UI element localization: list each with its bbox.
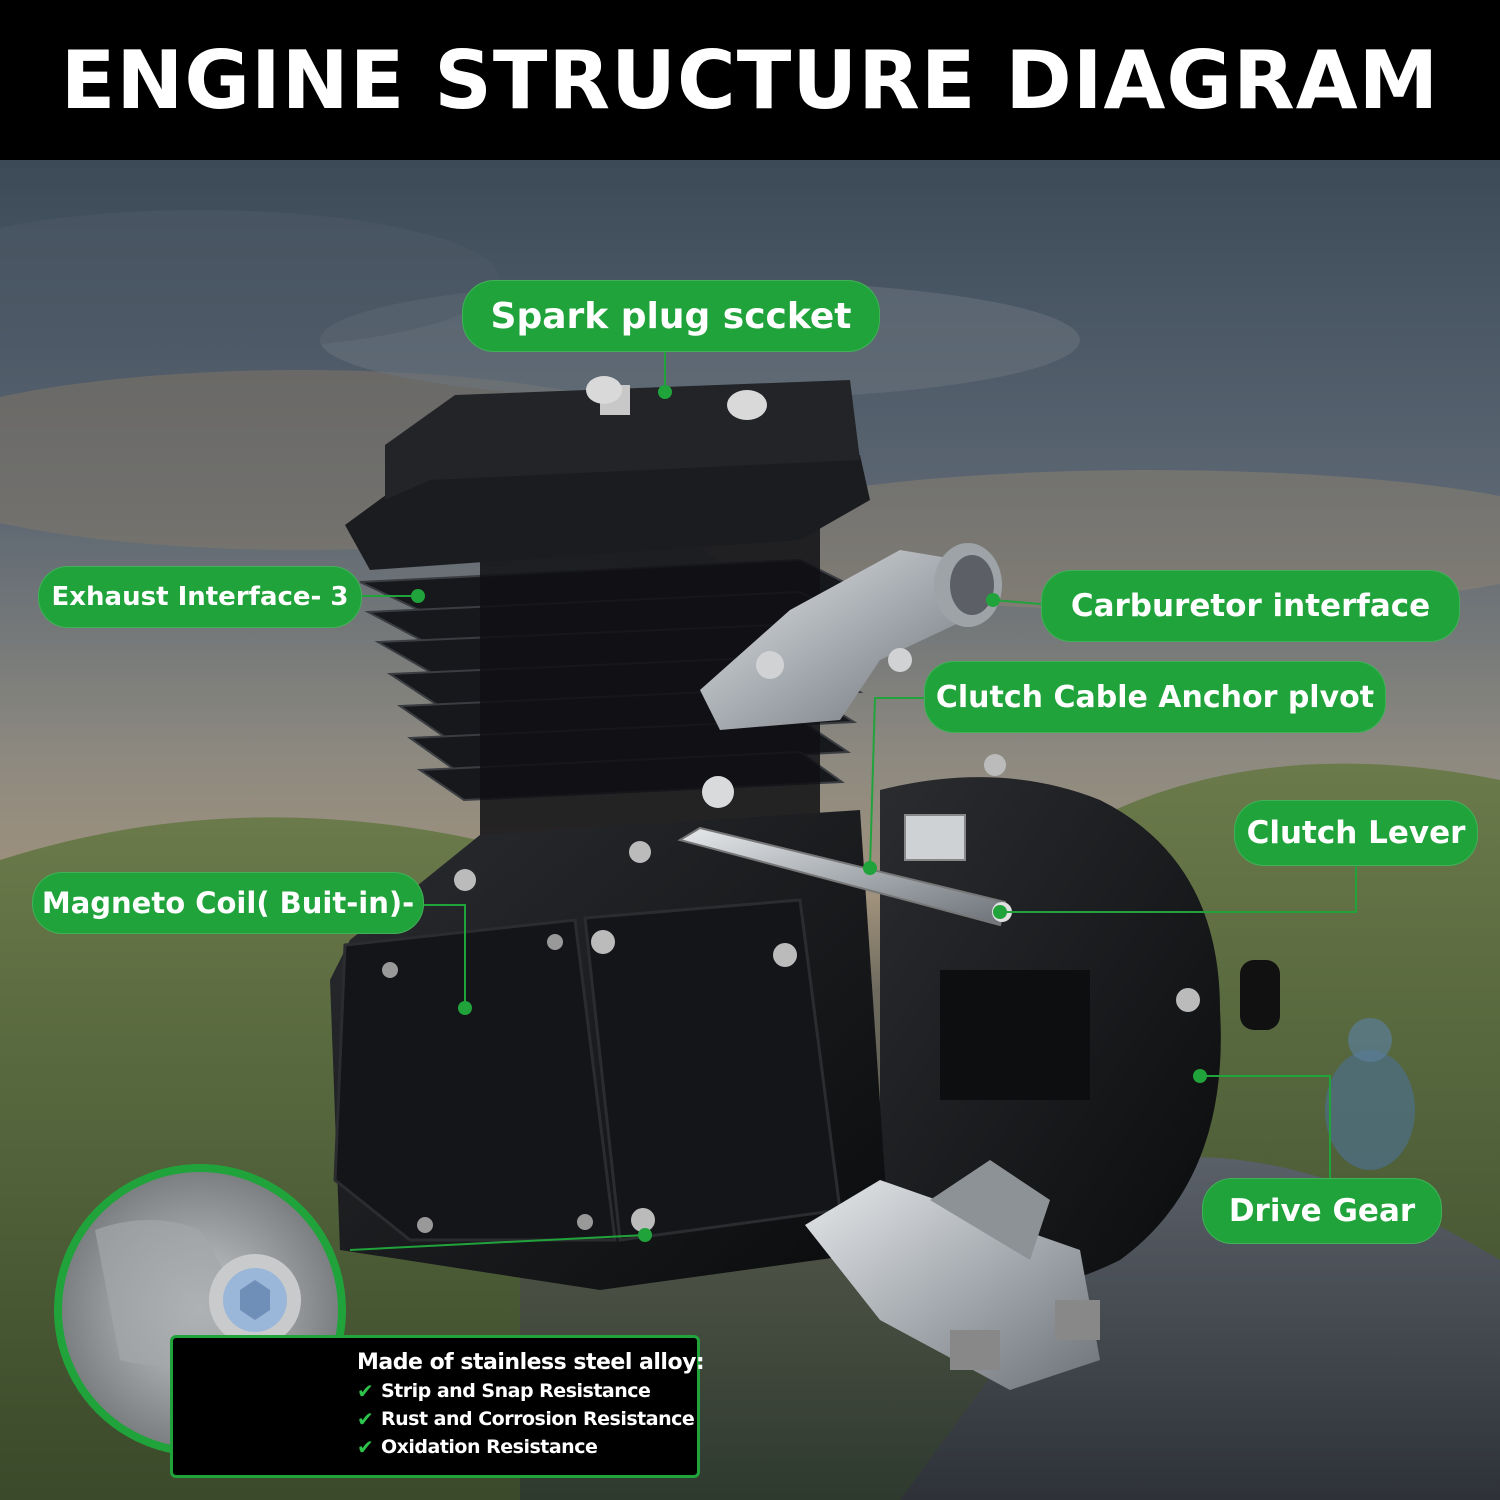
material-title: Made of stainless steel alloy:: [357, 1350, 705, 1375]
checkmark-icon: ✔: [357, 1407, 374, 1431]
carburetor-pipe: [700, 543, 1002, 730]
drive-gear-label: Drive Gear: [1202, 1178, 1442, 1244]
feature-text: Oxidation Resistance: [381, 1436, 598, 1458]
exhaust-interface-label: Exhaust Interface- 3: [38, 566, 362, 628]
feature-item: ✔ Rust and Corrosion Resistance: [357, 1407, 697, 1431]
cylinder-head: [345, 376, 870, 570]
leader-dots: [411, 385, 1207, 1242]
spark-plug-socket-label: Spark plug sccket: [462, 280, 880, 352]
title-banner: ENGINE STRUCTURE DIAGRAM: [0, 0, 1500, 160]
clutch-lever-label: Clutch Lever: [1234, 800, 1478, 866]
magneto-coil-label: Magneto Coil( Buit-in)-: [32, 872, 424, 934]
crankcase: [330, 810, 890, 1290]
material-info-box: Made of stainless steel alloy: ✔ Strip a…: [170, 1335, 705, 1478]
feature-text: Strip and Snap Resistance: [381, 1380, 651, 1402]
checkmark-icon: ✔: [357, 1379, 374, 1403]
carburetor-interface-label: Carburetor interface: [1041, 570, 1460, 642]
leader-lines: [349, 352, 1357, 1251]
mount-clamp: [805, 1160, 1100, 1390]
page-title: ENGINE STRUCTURE DIAGRAM: [60, 33, 1440, 127]
checkmark-icon: ✔: [357, 1435, 374, 1459]
feature-item: ✔ Strip and Snap Resistance: [357, 1379, 697, 1403]
feature-text: Rust and Corrosion Resistance: [381, 1408, 695, 1430]
clutch-lever: [677, 776, 1012, 927]
clutch-cable-anchor-label: Clutch Cable Anchor plvot: [924, 661, 1386, 733]
feature-item: ✔ Oxidation Resistance: [357, 1435, 697, 1459]
